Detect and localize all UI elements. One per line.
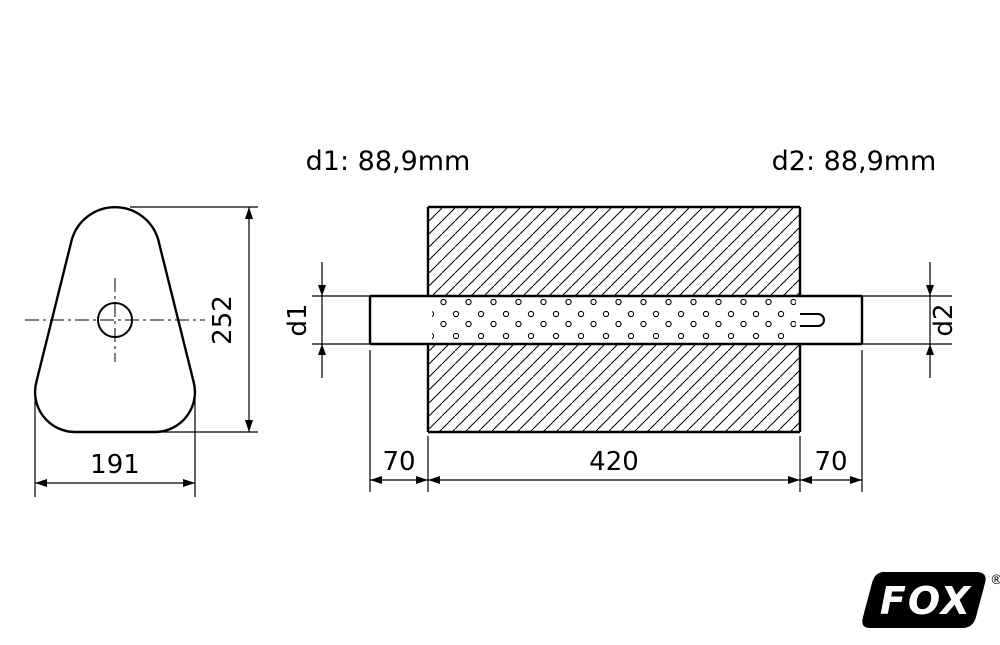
side-view — [368, 205, 864, 434]
end-view-outline — [33, 206, 197, 434]
length-extension-lines — [369, 350, 863, 492]
end-view-dimensions: 252 191 — [34, 206, 258, 497]
fox-logo: FOX ® — [862, 572, 1000, 628]
end-view — [25, 206, 205, 434]
body-length-label: 420 — [589, 447, 639, 477]
body-outline — [426, 205, 802, 434]
inlet-diameter-label: d1 — [283, 303, 313, 336]
width-extension-lines — [34, 390, 196, 497]
outlet-length-label: 70 — [814, 447, 847, 477]
d1-spec-label: d1: 88,9mm — [306, 146, 471, 177]
registered-mark: ® — [990, 573, 1000, 588]
height-extension-lines — [130, 206, 258, 433]
inlet-length-label: 70 — [382, 447, 415, 477]
outlet-diameter-extension-lines — [862, 295, 952, 345]
width-label: 191 — [90, 450, 140, 480]
fox-logo-shape — [862, 572, 986, 628]
d2-spec-label: d2: 88,9mm — [772, 146, 937, 177]
outlet-diameter-label: d2 — [929, 303, 959, 336]
center-lines — [25, 278, 205, 362]
perforation-field — [432, 299, 796, 341]
fox-logo-text: FOX — [880, 579, 972, 623]
side-view-dimensions: d1 d2 70 420 70 — [283, 262, 959, 492]
body-hatch-lower — [428, 344, 800, 432]
body-hatch-upper — [428, 207, 800, 296]
height-label: 252 — [208, 295, 238, 345]
tube-walls — [370, 294, 862, 346]
outlet-clamp-slot — [800, 313, 825, 327]
spec-labels: d1: 88,9mm d2: 88,9mm — [306, 146, 937, 177]
